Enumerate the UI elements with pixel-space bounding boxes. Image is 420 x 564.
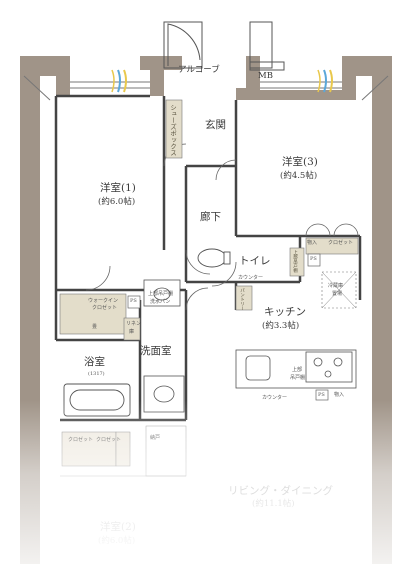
kitchen-cab-label-2: 吊戸棚 — [290, 375, 306, 381]
room2-size: (約6.0帖) — [98, 536, 136, 546]
hallway-label: 廊下 — [200, 211, 221, 223]
toilet-icon — [197, 248, 231, 268]
linen-label-2: 庫 — [129, 329, 135, 335]
linen-label: リネン — [126, 321, 142, 327]
kitchen-cab-label: 上部 — [292, 367, 303, 373]
room2-label: 洋室(2) — [100, 521, 136, 533]
ps-label-walkin: PS — [130, 298, 137, 304]
entrance-label: 玄関 — [205, 119, 226, 131]
bath-size: (1317) — [88, 371, 105, 377]
stove-icon — [313, 357, 343, 378]
closet3-label: クロゼット — [328, 240, 354, 246]
wash-cabinet-label: 上部吊戸棚 — [148, 291, 174, 297]
kitchen-label: キッチン — [264, 306, 306, 318]
ps-label-kitchen: PS — [318, 392, 325, 398]
washroom-label: 洗面室 — [140, 345, 172, 357]
walkin-closet-label: クロゼット — [92, 305, 118, 311]
living-label: リビング・ダイニング — [228, 485, 333, 497]
room3-size: (約4.5帖) — [280, 171, 318, 181]
ps-label-toilet: PS — [310, 256, 317, 262]
walkin-label: ウォークイン — [88, 298, 119, 304]
kitchen-size: (約3.3帖) — [262, 321, 300, 331]
toilet-label: トイレ — [239, 255, 271, 267]
storage-label-kitchen: 物入 — [334, 392, 345, 398]
storage-label: 物入 — [307, 240, 318, 246]
kitchen-counter-label: カウンター — [262, 395, 288, 401]
nando-label: 納戸 — [150, 435, 161, 441]
pantry-label: パントリー — [239, 288, 245, 311]
toilet-counter-label: カウンター — [238, 275, 264, 281]
bath-label: 浴室 — [84, 356, 105, 368]
washer-pan-label: 洗水パン — [150, 299, 171, 305]
living-size: (約11.1帖) — [252, 499, 295, 509]
fridge-label: 冷蔵庫 — [328, 283, 344, 289]
toilet-cabinet-label: 上部吊戸棚 — [292, 250, 298, 273]
closet2-label-b: クロゼット — [96, 437, 122, 443]
fridge-place-label: 置場 — [332, 291, 343, 297]
shoebox-label: シューズボックス — [168, 104, 177, 156]
bathtub-icon — [63, 383, 131, 417]
mb-label: MB — [258, 71, 273, 81]
ventilation-icon — [111, 69, 333, 93]
room3-label: 洋室(3) — [282, 156, 318, 168]
walkin-floor-mark: 畳 — [92, 324, 98, 330]
closet2-label-a: クロゼット — [68, 437, 94, 443]
alcove-label: アルコーブ — [178, 65, 220, 75]
room1-label: 洋室(1) — [100, 182, 136, 194]
room1-size: (約6.0帖) — [98, 197, 136, 207]
